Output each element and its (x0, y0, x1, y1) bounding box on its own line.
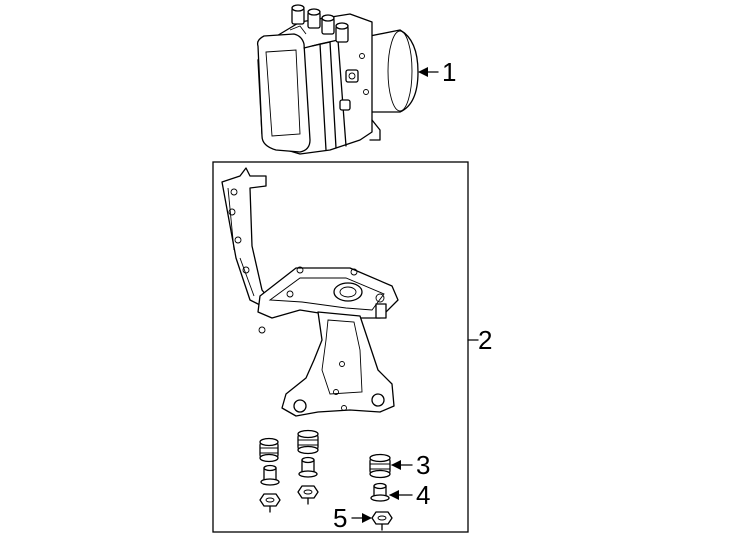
callout-2: 2 (478, 325, 492, 355)
leader-line-1 (418, 67, 439, 77)
callout-4: 4 (416, 480, 430, 510)
leader-line-5 (351, 513, 372, 523)
callout-1: 1 (442, 57, 456, 87)
abs-mounting-bracket (221, 167, 399, 417)
bushing-collars (260, 456, 390, 502)
kit-box (212, 161, 469, 533)
leader-line-3 (391, 460, 413, 470)
abs-modulator-unit (256, 4, 419, 155)
callout-3: 3 (416, 450, 430, 480)
callout-5: 5 (333, 503, 347, 533)
leader-line-4 (389, 490, 413, 500)
grommet-insulators (259, 429, 391, 479)
flange-nuts (259, 485, 393, 531)
